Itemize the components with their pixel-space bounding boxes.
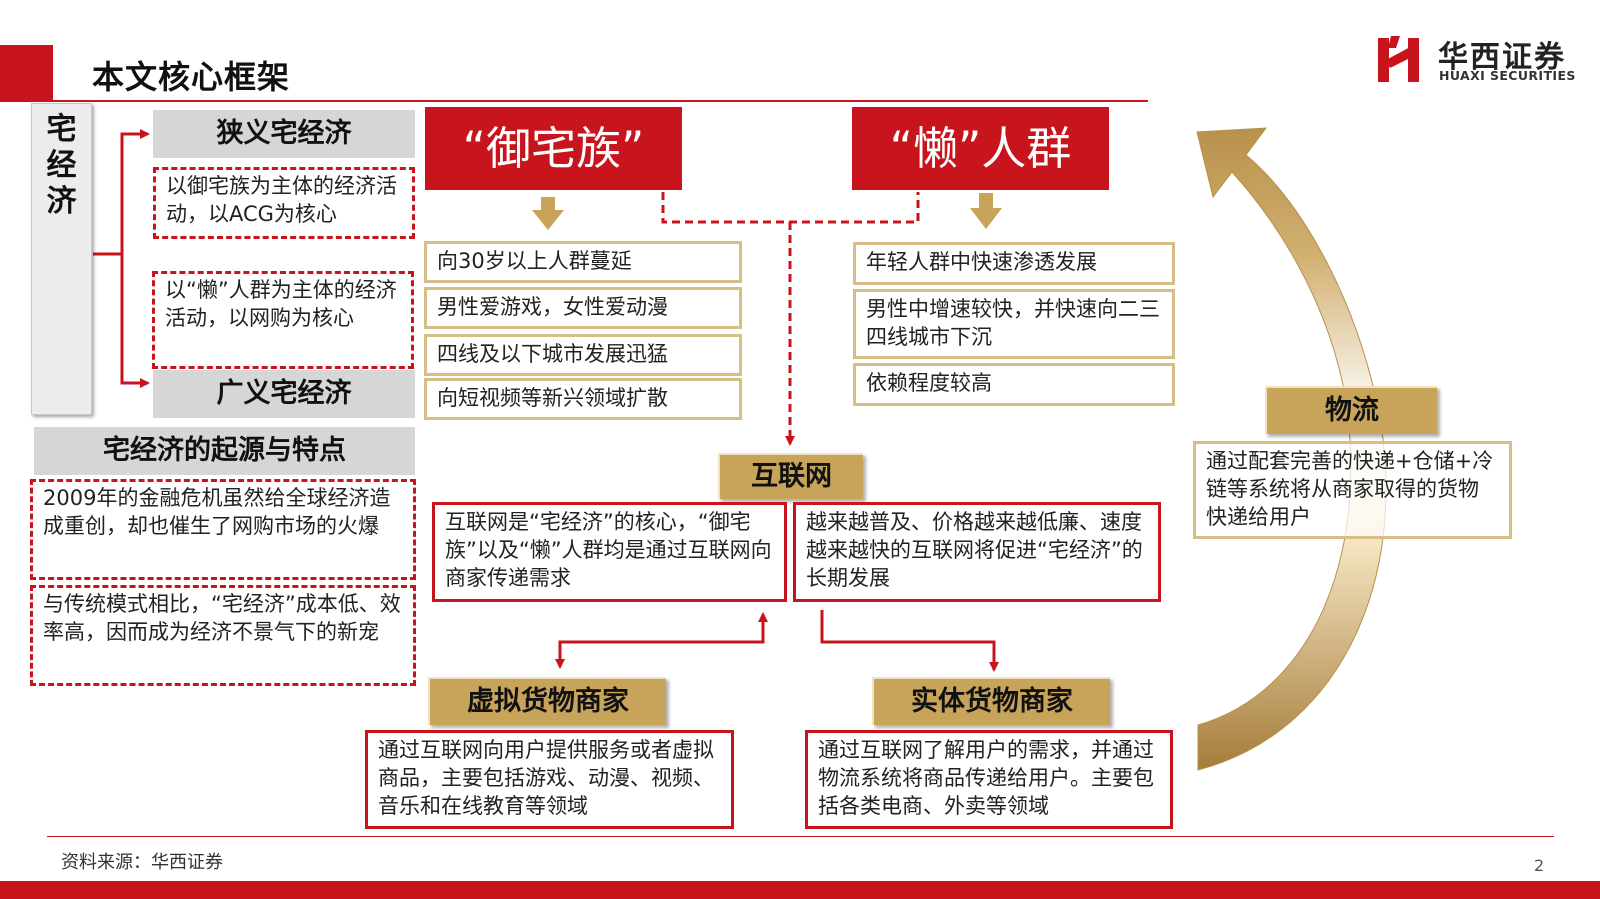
otaku-item: 向30岁以上人群蔓延: [424, 241, 742, 283]
otaku-item: 男性爱游戏，女性爱动漫: [424, 287, 742, 329]
zhai-economy-vertical-title: 宅经济: [31, 103, 92, 415]
internet-title: 互联网: [718, 453, 863, 499]
lazy-people-title: “懒”人群: [852, 107, 1109, 190]
page-number: 2: [1534, 856, 1545, 875]
virtual-merchant-title: 虚拟货物商家: [428, 677, 666, 725]
physical-merchant-title: 实体货物商家: [872, 677, 1110, 725]
title-divider: [0, 100, 1148, 102]
broad-economy-desc: 以“懒”人群为主体的经济活动，以网购为核心: [152, 271, 414, 369]
origin-item: 2009年的金融危机虽然给全球经济造成重创，却也催生了网购市场的火爆: [30, 479, 416, 580]
bottom-accent-bar: [0, 881, 1600, 899]
logistics-desc: 通过配套完善的快递+仓储+冷链等系统将从商家取得的货物快递给用户: [1193, 441, 1512, 539]
footer-divider: [47, 836, 1554, 837]
origin-item: 与传统模式相比，“宅经济”成本低、效率高，因而成为经济不景气下的新宠: [30, 585, 416, 686]
brand-name-cn: 华西证券: [1438, 40, 1566, 75]
narrow-economy-desc: 以御宅族为主体的经济活动，以ACG为核心: [153, 167, 415, 239]
virtual-merchant-desc: 通过互联网向用户提供服务或者虚拟商品，主要包括游戏、动漫、视频、音乐和在线教育等…: [365, 730, 734, 829]
physical-merchant-desc: 通过互联网了解用户的需求，并通过物流系统将商品传递给用户。主要包括各类电商、外卖…: [805, 730, 1173, 829]
huaxi-logo-icon: [1378, 36, 1419, 82]
otaku-title: “御宅族”: [425, 107, 682, 190]
lazy-item: 依赖程度较高: [853, 363, 1175, 406]
narrow-economy-title: 狭义宅经济: [153, 110, 415, 158]
origin-section-title: 宅经济的起源与特点: [34, 427, 415, 475]
otaku-item: 向短视频等新兴领域扩散: [424, 378, 742, 420]
internet-right-desc: 越来越普及、价格越来越低廉、速度越来越快的互联网将促进“宅经济”的长期发展: [793, 502, 1161, 602]
otaku-item: 四线及以下城市发展迅猛: [424, 334, 742, 376]
brand-name-en: HUAXI SECURITIES: [1439, 68, 1576, 83]
broad-economy-title: 广义宅经济: [153, 370, 415, 418]
source-note: 资料来源：华西证券: [61, 852, 223, 873]
page-title: 本文核心框架: [92, 58, 291, 96]
logistics-title: 物流: [1265, 386, 1437, 434]
lazy-item: 男性中增速较快，并快速向二三四线城市下沉: [853, 289, 1175, 359]
internet-left-desc: 互联网是“宅经济”的核心，“御宅族”以及“懒”人群均是通过互联网向商家传递需求: [432, 502, 787, 602]
lazy-item: 年轻人群中快速渗透发展: [853, 242, 1175, 285]
title-accent-bar: [0, 45, 53, 101]
